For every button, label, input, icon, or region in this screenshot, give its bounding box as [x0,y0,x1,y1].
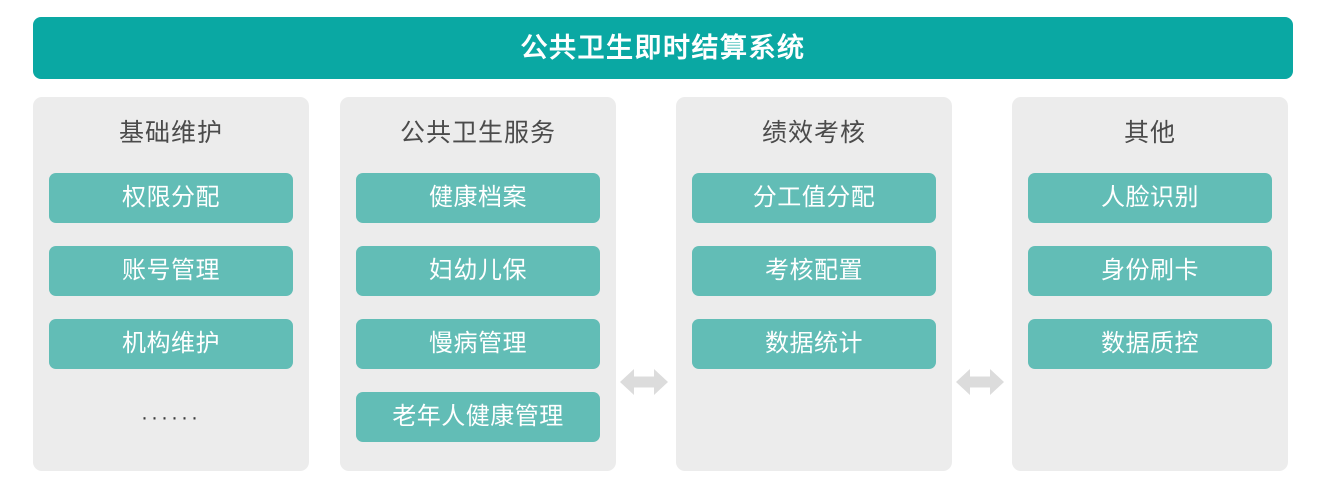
module-item-face-recognition[interactable]: 人脸识别 [1028,173,1272,223]
page-title: 公共卫生即时结算系统 [520,32,806,63]
system-title-banner: 公共卫生即时结算系统 [33,17,1293,79]
module-item-label: 分工值分配 [752,184,876,211]
module-item-label: 账号管理 [122,257,220,284]
module-item-health-record[interactable]: 健康档案 [356,173,600,223]
module-group-title: 其他 [1123,119,1176,147]
module-item-list: 分工值分配 考核配置 数据统计 [692,173,936,392]
module-item-list: 人脸识别 身份刷卡 数据质控 [1028,173,1272,392]
module-item-list: 权限分配 账号管理 机构维护 ······ [49,173,293,442]
module-item-organization-maintenance[interactable]: 机构维护 [49,319,293,369]
module-group-title: 绩效考核 [761,119,866,147]
module-group-public-health-service: 公共卫生服务 健康档案 妇幼儿保 慢病管理 老年人健康管理 [340,97,616,471]
module-item-elderly-health-management[interactable]: 老年人健康管理 [356,392,600,442]
module-item-label: 数据质控 [1101,330,1199,357]
module-item-list: 健康档案 妇幼儿保 慢病管理 老年人健康管理 [356,173,600,465]
module-item-appraisal-configuration[interactable]: 考核配置 [692,246,936,296]
module-item-label: 身份刷卡 [1101,257,1199,284]
module-item-data-quality-control[interactable]: 数据质控 [1028,319,1272,369]
double-arrow-horizontal-icon [956,365,1004,399]
module-item-chronic-disease-management[interactable]: 慢病管理 [356,319,600,369]
module-item-label: 机构维护 [122,330,220,357]
module-item-work-value-allocation[interactable]: 分工值分配 [692,173,936,223]
module-group-title: 公共卫生服务 [399,119,556,147]
module-item-label: 老年人健康管理 [392,403,564,430]
module-item-permission-assignment[interactable]: 权限分配 [49,173,293,223]
double-arrow-horizontal-icon [620,365,668,399]
module-group-title: 基础维护 [118,119,223,147]
module-group-basic-maintenance: 基础维护 权限分配 账号管理 机构维护 ······ [33,97,309,471]
module-item-label: 妇幼儿保 [429,257,527,284]
module-columns: 基础维护 权限分配 账号管理 机构维护 ······ 公共卫生服务 健康档案 [0,97,1326,472]
module-item-label: 人脸识别 [1101,184,1199,211]
module-item-ellipsis: ······ [141,405,201,429]
module-item-label: 慢病管理 [429,330,527,357]
module-item-account-management[interactable]: 账号管理 [49,246,293,296]
module-item-data-statistics[interactable]: 数据统计 [692,319,936,369]
module-item-maternal-child-care[interactable]: 妇幼儿保 [356,246,600,296]
module-item-label: 健康档案 [429,184,527,211]
module-item-label: 考核配置 [765,257,863,284]
module-item-label: 权限分配 [122,184,220,211]
module-item-id-card-swipe[interactable]: 身份刷卡 [1028,246,1272,296]
module-group-performance-appraisal: 绩效考核 分工值分配 考核配置 数据统计 [676,97,952,471]
module-item-label: 数据统计 [765,330,863,357]
module-group-other: 其他 人脸识别 身份刷卡 数据质控 [1012,97,1288,471]
